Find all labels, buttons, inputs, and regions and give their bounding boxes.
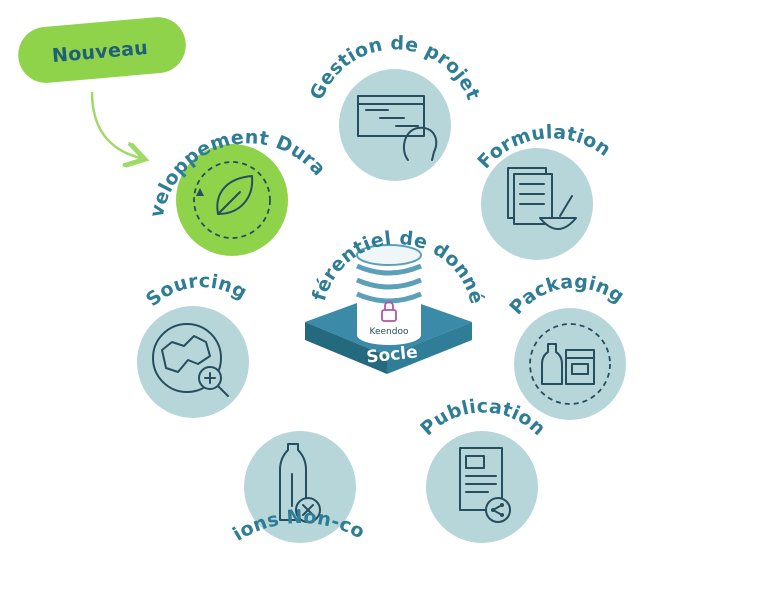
product-package-icon <box>541 343 595 385</box>
lock-icon <box>381 301 397 322</box>
svg-text:Sourcing: Sourcing <box>142 270 251 311</box>
bottle-reject-icon <box>279 443 321 523</box>
document-share-icon <box>459 447 511 523</box>
leaf-icon <box>196 175 254 215</box>
module-publication[interactable]: Publication <box>416 395 550 543</box>
globe-search-icon <box>152 323 229 397</box>
module-sourcing[interactable]: Sourcing <box>137 270 251 418</box>
sourcing-label: Sourcing <box>142 270 250 311</box>
nouveau-arrow <box>90 91 140 158</box>
database-icon <box>355 244 423 345</box>
gantt-chart-icon <box>357 95 438 161</box>
module-gestion-projet[interactable]: Gestion de projet <box>306 32 484 181</box>
nouveau-badge: Nouveau <box>18 17 186 83</box>
keendoo-logo-text: Keendoo <box>370 327 409 337</box>
module-formulation[interactable]: Formulation <box>473 121 615 260</box>
formula-sheets-icon <box>507 167 577 230</box>
module-packaging[interactable]: Packaging <box>505 271 628 420</box>
